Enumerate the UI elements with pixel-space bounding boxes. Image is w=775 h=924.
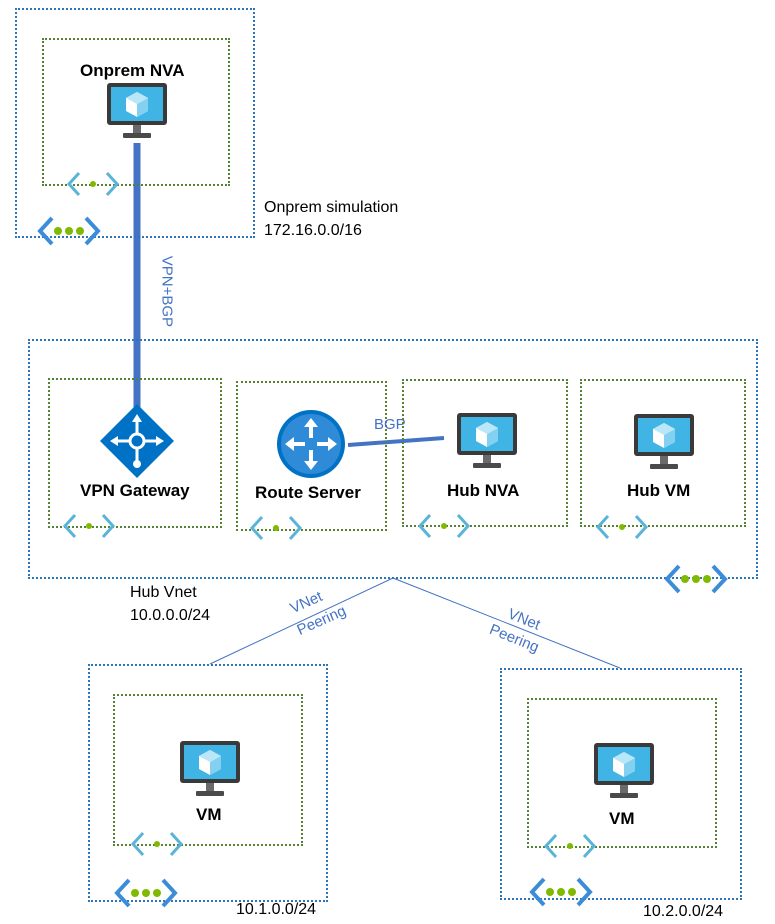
hub-nva-vm-icon	[457, 413, 517, 468]
vpn-gateway-icon	[100, 404, 174, 478]
hub-vm-icon	[634, 414, 694, 469]
spoke2-subnet-box	[527, 698, 717, 848]
spoke1-cidr: 10.1.0.0/24	[236, 901, 317, 918]
spoke1-subnet-box	[113, 694, 303, 846]
spoke2-vnet-box	[500, 668, 742, 900]
bgp-link	[347, 436, 445, 447]
spoke2-cidr: 10.2.0.0/24	[643, 903, 724, 920]
hub-vm-subnet-icon	[595, 514, 649, 540]
spoke1-vm-icon	[180, 741, 240, 796]
route-server-subnet-box	[236, 381, 387, 531]
hub-vm-label: Hub VM	[627, 481, 691, 500]
hub-vnet-icon	[664, 564, 728, 594]
onprem-nva-label: Onprem NVA	[80, 61, 185, 80]
route-server-icon	[277, 410, 345, 478]
hub-nva-subnet-box	[402, 379, 568, 527]
spoke2-vm-icon	[594, 743, 654, 798]
vpn-bgp-label: VPN+BGP	[158, 255, 176, 328]
gateway-subnet-box	[48, 378, 222, 528]
spoke2-vnet-icon	[529, 877, 593, 907]
spoke1-vnet-box	[88, 664, 328, 902]
onprem-vnet-name: Onprem simulation	[264, 199, 399, 216]
gateway-subnet-icon	[62, 513, 116, 539]
vpn-gateway-label: VPN Gateway	[80, 481, 190, 500]
hub-vnet-cidr: 10.0.0.0/24	[130, 607, 211, 624]
hub-vnet-box	[28, 339, 758, 579]
spoke1-vnet-icon	[114, 878, 178, 908]
onprem-vnet-icon	[37, 216, 101, 246]
spoke1-vm-label: VM	[196, 805, 222, 824]
hub-vnet-name: Hub Vnet	[130, 584, 197, 601]
onprem-vnet-cidr: 172.16.0.0/16	[264, 222, 362, 239]
onprem-nva-vm-icon	[107, 83, 167, 138]
hub-nva-subnet-icon	[417, 513, 471, 539]
peering-link-spoke1	[209, 577, 394, 665]
onprem-subnet-icon	[66, 171, 120, 197]
route-server-label: Route Server	[255, 483, 361, 502]
hub-nva-label: Hub NVA	[447, 481, 520, 500]
onprem-subnet-box	[42, 38, 230, 186]
spoke1-subnet-icon	[130, 831, 184, 857]
peering-link-spoke2	[392, 577, 621, 669]
onprem-vnet-box	[15, 8, 255, 238]
spoke2-vm-label: VM	[609, 809, 635, 828]
spoke2-subnet-icon	[543, 833, 597, 859]
route-server-subnet-icon	[249, 515, 303, 541]
bgp-label: BGP	[374, 416, 406, 433]
hub-vm-subnet-box	[580, 379, 746, 527]
